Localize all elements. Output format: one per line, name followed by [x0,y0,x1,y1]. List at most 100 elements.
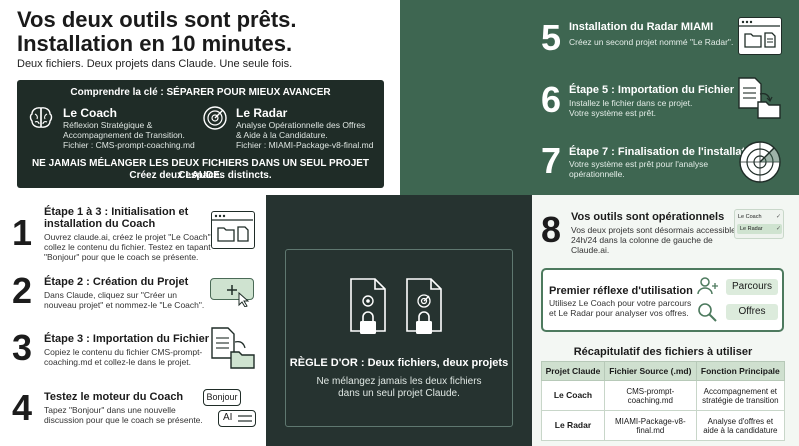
step-8-title: Vos outils sont opérationnels [571,211,725,223]
key-rule-line2: Créez deux espaces distincts. [129,170,272,181]
sidebar-preview-item-coach: Le Coach [738,214,762,220]
key-box: Comprendre la clé : SÉPARER POUR MIEUX A… [17,80,384,188]
summary-cell-project: Le Radar [541,410,605,441]
step-number-4: 4 [12,387,33,428]
golden-rule-panel [266,195,532,446]
browser-folder-icon [738,17,782,55]
step-7-desc-1: Votre système est prêt pour l'analyse [569,159,709,169]
coach-name: Le Coach [63,106,118,120]
two-locked-files-icon [350,278,442,334]
reflex-desc-1: Utilisez Le Coach pour votre parcours [549,298,692,308]
summary-header-file: Fichier Source (.md) [603,361,697,381]
summary-cell-file-line1: MIAMI-Package-v8- [614,416,686,426]
sidebar-preview-item-radar: Le Radar [740,226,763,232]
golden-rule-desc-2: dans un seul projet Claude. [338,388,460,399]
summary-cell-file-line2: coaching.md [627,395,673,405]
step-6-title: Étape 5 : Importation du Fichier [569,84,735,96]
radar-target-icon [739,141,781,183]
step-8-desc-2: 24h/24 dans la colonne de gauche de [571,235,713,245]
step-number-6: 6 [541,79,562,120]
ai-bubble-label: AI [223,412,233,423]
golden-rule-box [285,249,513,427]
bonjour-bubble: Bonjour [203,389,241,406]
key-rule-line1: NE JAMAIS MÉLANGER LES DEUX FICHIERS DAN… [31,158,370,181]
radar-desc-2: & Aide à la Candidature. [236,130,328,140]
step-3-title: Étape 3 : Importation du Fichier [44,333,210,345]
summary-cell-file: CMS-prompt-coaching.md [603,380,697,411]
steps-5-7-panel [400,0,799,195]
parcours-pill: Parcours [726,279,778,295]
step-7-title: Étape 7 : Finalisation de l'installation [569,146,762,158]
step-number-5: 5 [541,17,562,58]
step-2-title: Étape 2 : Création du Projet [44,276,189,288]
summary-cell-function-line2: stratégie de transition [702,395,779,405]
radar-file: Fichier : MIAMI-Package-v8-final.md [236,140,374,150]
step-number-7: 7 [541,140,562,181]
coach-desc-2: Accompagnement de Transition. [63,130,185,140]
reflex-title: Premier réflexe d'utilisation [549,285,693,297]
summary-cell-file-line2: final.md [636,425,665,435]
step-4-title: Testez le moteur du Coach [44,391,184,403]
key-title: Comprendre la clé : SÉPARER POUR MIEUX A… [70,87,331,98]
table-row: Le Radar MIAMI-Package-v8-final.md Analy… [541,410,786,441]
radar-icon [203,106,227,130]
step-1-title-1: Étape 1 à 3 : Initialisation et [44,206,189,218]
step-8-desc-3: Claude.ai. [571,245,610,255]
step-5-desc: Créez un second projet nommé "Le Radar". [569,37,734,47]
summary-cell-file: MIAMI-Package-v8-final.md [603,410,697,441]
step-8-desc-1: Vos deux projets sont désormais accessib… [571,225,741,235]
sidebar-preview-item-radar-bg [737,224,782,234]
summary-table: Projet Claude Fichier Source (.md) Fonct… [541,361,786,441]
page-title-line1: Vos deux outils sont prêts. [17,7,297,32]
brain-icon [29,107,53,128]
reflex-box [541,268,784,332]
summary-header-function: Fonction Principale [695,361,786,381]
radar-name: Le Radar [236,106,288,120]
step-4-desc-2: discussion pour que le coach se présente… [44,415,203,425]
summary-header-project: Projet Claude [541,361,605,381]
table-row: Le Coach CMS-prompt-coaching.md Accompag… [541,380,786,411]
step-6-desc-1: Installez le fichier dans ce projet. [569,98,693,108]
summary-cell-function-line2: aide à la candidature [703,425,778,435]
coach-desc-1: Réflexion Stratégique & [63,120,153,130]
text-lines-icon [238,415,252,422]
step-7-desc-2: opérationnelle. [569,169,625,179]
step-number-3: 3 [12,327,33,368]
step-3-desc-2: coaching.md et collez-le dans le projet. [44,357,191,367]
step-2-desc-2: nouveau projet" et nommez-le "Le Coach". [44,300,205,310]
step-5-title: Installation du Radar MIAMI [569,21,714,33]
step-1-title-2: installation du Coach [44,218,156,230]
user-icon [697,277,718,295]
browser-folder-icon-2 [211,211,255,249]
summary-cell-function-line1: Accompagnement et [703,386,778,396]
offres-pill: Offres [726,304,778,320]
radar-desc-1: Analyse Opérationnelle des Offres [236,120,366,130]
summary-header-row: Projet Claude Fichier Source (.md) Fonct… [541,361,786,381]
step-number-2: 2 [12,270,33,311]
step-1-desc-1: Ouvrez claude.ai, créez le projet "Le Co… [44,232,221,242]
page-title-line2: Installation en 10 minutes. [17,31,293,56]
step-number-8: 8 [541,209,562,250]
summary-title: Récapitulatif des fichiers à utiliser [573,346,753,358]
check-icon: ✓ [776,214,782,220]
summary-cell-file-line1: CMS-prompt- [626,386,675,396]
step-2-desc-1: Dans Claude, cliquez sur "Créer un [44,290,177,300]
summary-cell-function-line1: Analyse d'offres et [707,416,774,426]
golden-rule-desc-1: Ne mélangez jamais les deux fichiers [316,376,482,387]
page-subtitle: Deux fichiers. Deux projets dans Claude.… [17,58,293,70]
document-copy-icon [211,327,255,369]
magnifier-icon [698,303,717,322]
step-number-1: 1 [12,212,33,253]
step-3-desc-1: Copiez le contenu du fichier CMS-prompt- [44,347,203,357]
sidebar-preview: Le Coach ✓ Le Radar ✓ [734,209,784,239]
reflex-desc-2: et Le Radar pour analyser vos offres. [549,308,689,318]
step-6-desc-2: Votre système est prêt. [569,108,656,118]
create-project-button-icon [210,278,254,307]
step-1-desc-3: "Bonjour" pour que le coach se présente. [44,252,199,262]
document-to-folder-icon [738,77,781,119]
ai-bubble: AI [218,410,256,427]
step-4-desc-1: Tapez "Bonjour" dans une nouvelle [44,405,176,415]
check-icon-2: ✓ [776,226,782,232]
